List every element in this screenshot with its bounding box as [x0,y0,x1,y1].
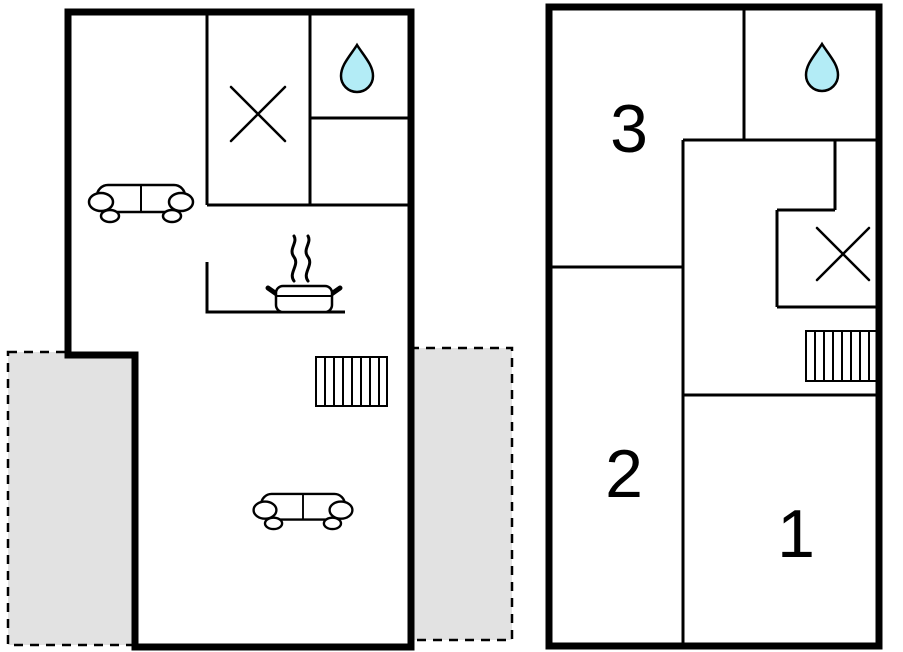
right-plan-outer-walls [545,3,883,650]
right-floor-plan: 3 2 1 [545,3,883,650]
steam-line [290,234,298,283]
terrace-right-area [408,346,514,642]
room-label-1: 1 [777,496,815,572]
stove-pot-icon [265,234,343,314]
water-drop-icon [339,42,375,94]
sofa-icon [252,492,354,531]
shower-x-icon [815,226,871,282]
left-plan-interior-walls [205,12,411,314]
left-floor-plan [6,8,514,651]
stairs-icon [315,356,388,407]
pot-body [274,284,334,314]
terrace-left-area [6,350,135,647]
right-plan-interior-walls [549,7,879,646]
steam-line [304,234,312,283]
room-label-2: 2 [605,436,643,512]
room-label-3: 3 [610,91,648,167]
left-plan-outer-walls [64,8,415,651]
stairs-icon [805,330,878,382]
sofa-icon [87,183,195,224]
shower-x-icon [229,85,287,143]
water-drop-icon [804,41,840,93]
